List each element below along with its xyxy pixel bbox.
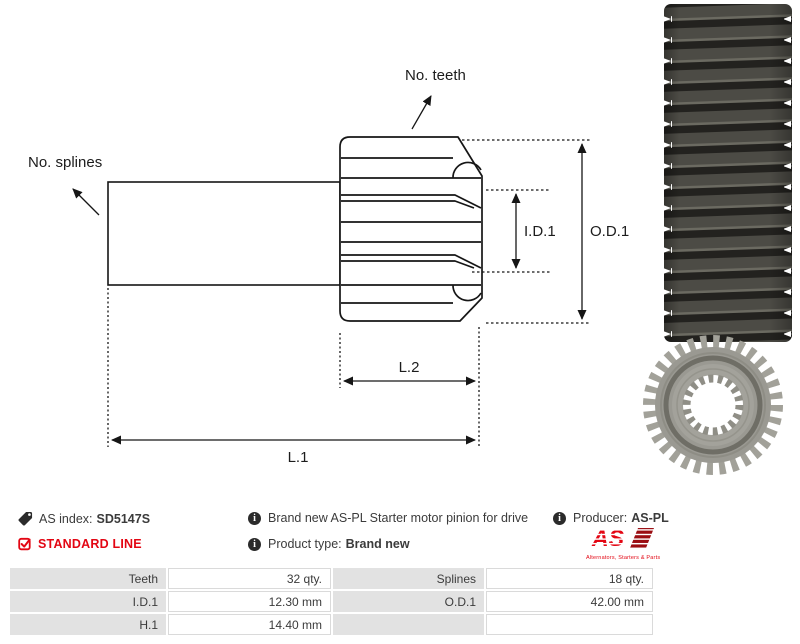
pinion-front-photo <box>643 335 783 475</box>
as-index-label: AS index: <box>39 511 93 526</box>
as-pl-logo: AS Alternators, Starters & Parts <box>586 525 661 561</box>
spec-label-id1: I.D.1 <box>10 591 166 612</box>
spec-value-teeth: 32 qty. <box>168 568 331 589</box>
spec-value-empty <box>486 614 653 635</box>
info-icon: i <box>248 537 261 551</box>
spec-table: Teeth 32 qty. Splines 18 qty. I.D.1 12.3… <box>10 568 653 635</box>
info-icon: i <box>248 511 261 525</box>
id1-label: I.D.1 <box>524 223 556 240</box>
dimension-id1 <box>472 189 550 273</box>
svg-text:AS: AS <box>591 526 625 550</box>
splines-callout-arrow <box>72 188 100 216</box>
checkbox-checked-icon <box>18 537 31 551</box>
gear-front <box>643 335 783 475</box>
as-pl-logo-tagline: Alternators, Starters & Parts <box>586 555 661 561</box>
producer-value: AS-PL <box>631 511 669 525</box>
splines-callout-label: No. splines <box>28 154 102 171</box>
spec-label-splines: Splines <box>333 568 484 589</box>
dimension-l2 <box>339 327 480 447</box>
spec-value-od1: 42.00 mm <box>486 591 653 612</box>
tag-icon <box>18 511 33 526</box>
spec-label-teeth: Teeth <box>10 568 166 589</box>
spec-value-h1: 14.40 mm <box>168 614 331 635</box>
dimension-od1 <box>462 139 590 324</box>
technical-drawing: O.D.1 I.D.1 L.2 L.1 No. teeth No. spline… <box>28 67 629 466</box>
od1-label: O.D.1 <box>590 223 629 240</box>
shaft-outline <box>107 181 341 286</box>
standard-line-badge: STANDARD LINE <box>38 537 142 551</box>
spec-label-empty <box>333 614 484 635</box>
l1-label: L.1 <box>288 449 309 466</box>
product-type-row: i Product type: Brand new <box>248 537 410 551</box>
as-pl-logo-mark: AS <box>591 525 654 551</box>
as-index-value: SD5147S <box>96 511 151 526</box>
teeth-callout-arrow <box>411 95 432 130</box>
product-type-label: Product type: <box>268 537 342 551</box>
spec-value-splines: 18 qty. <box>486 568 653 589</box>
spec-label-od1: O.D.1 <box>333 591 484 612</box>
spec-value-id1: 12.30 mm <box>168 591 331 612</box>
producer-label: Producer: <box>573 511 628 525</box>
dimension-l1 <box>107 288 476 447</box>
spec-label-h1: H.1 <box>10 614 166 635</box>
pinion-outline <box>339 136 483 322</box>
standard-line-row: STANDARD LINE <box>18 537 142 551</box>
product-description: Brand new AS-PL Starter motor pinion for… <box>268 511 529 525</box>
as-index-row: AS index: SD5147S <box>18 511 150 526</box>
pinion-side-photo <box>664 4 792 342</box>
teeth-callout-label: No. teeth <box>405 67 466 84</box>
producer-row: i Producer: AS-PL <box>553 511 669 525</box>
description-row: i Brand new AS-PL Starter motor pinion f… <box>248 511 528 525</box>
info-icon: i <box>553 511 566 525</box>
product-type-value: Brand new <box>345 537 410 551</box>
l2-label: L.2 <box>399 359 420 376</box>
